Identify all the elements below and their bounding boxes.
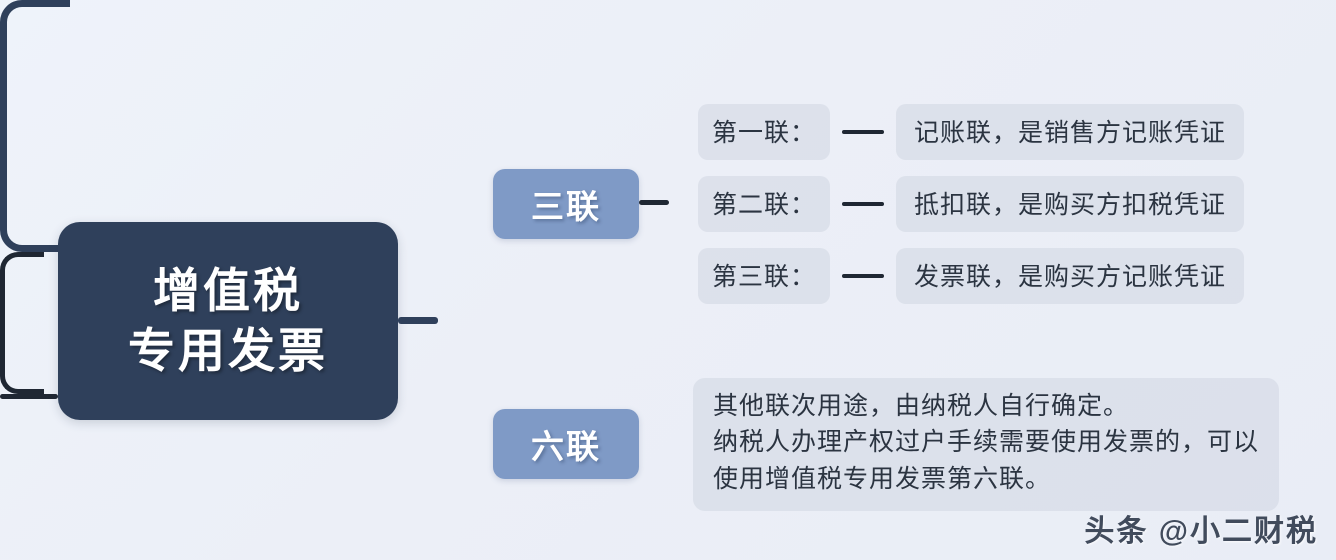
connector-three-copies-stub [639, 200, 669, 205]
connector-root-bracket [0, 0, 70, 252]
leaf-key-second-copy: 第二联： [698, 176, 831, 232]
leaf-desc-second-copy: 抵扣联，是购买方扣税凭证 [896, 176, 1245, 232]
six-copies-description-line-3: 使用增值税专用发票第六联。 [713, 464, 1052, 493]
six-copies-description-line-1: 其他联次用途，由纳税人自行确定。 [713, 392, 1130, 420]
branch-node-six-copies[interactable]: 六联 [493, 409, 639, 479]
branch-node-three-copies[interactable]: 三联 [493, 169, 639, 239]
leaf-key-first-copy: 第一联： [698, 104, 831, 160]
root-node-line-2: 专用发票 [128, 324, 328, 377]
connector-root-stub [398, 317, 438, 324]
leaf-dash-icon [842, 202, 885, 206]
watermark-text: 头条 @小二财税 [1084, 515, 1318, 548]
connector-three-copies-bracket [0, 252, 44, 394]
root-node-line-1: 增值税 [153, 263, 303, 317]
leaf-row: 第三联： 发票联，是购买方记账凭证 [698, 248, 1245, 304]
branch-node-six-copies-label: 六联 [531, 428, 601, 465]
six-copies-description-block: 其他联次用途，由纳税人自行确定。 纳税人办理产权过户手续需要使用发票的，可以 使… [693, 378, 1280, 511]
leaf-row: 第一联： 记账联，是销售方记账凭证 [698, 104, 1245, 160]
leaf-dash-icon [842, 274, 885, 278]
leaf-desc-third-copy: 发票联，是购买方记账凭证 [896, 248, 1245, 304]
leaf-dash-icon [842, 130, 885, 134]
root-node-vat-special-invoice[interactable]: 增值税 专用发票 [58, 222, 398, 420]
leaf-desc-first-copy: 记账联，是销售方记账凭证 [896, 104, 1245, 160]
leaf-row: 第二联： 抵扣联，是购买方扣税凭证 [698, 176, 1245, 232]
leaf-key-third-copy: 第三联： [698, 248, 831, 304]
six-copies-description-line-2: 纳税人办理产权过户手续需要使用发票的，可以 [713, 428, 1260, 457]
connector-six-copies-dash [0, 394, 58, 399]
branch-node-three-copies-label: 三联 [531, 188, 601, 225]
